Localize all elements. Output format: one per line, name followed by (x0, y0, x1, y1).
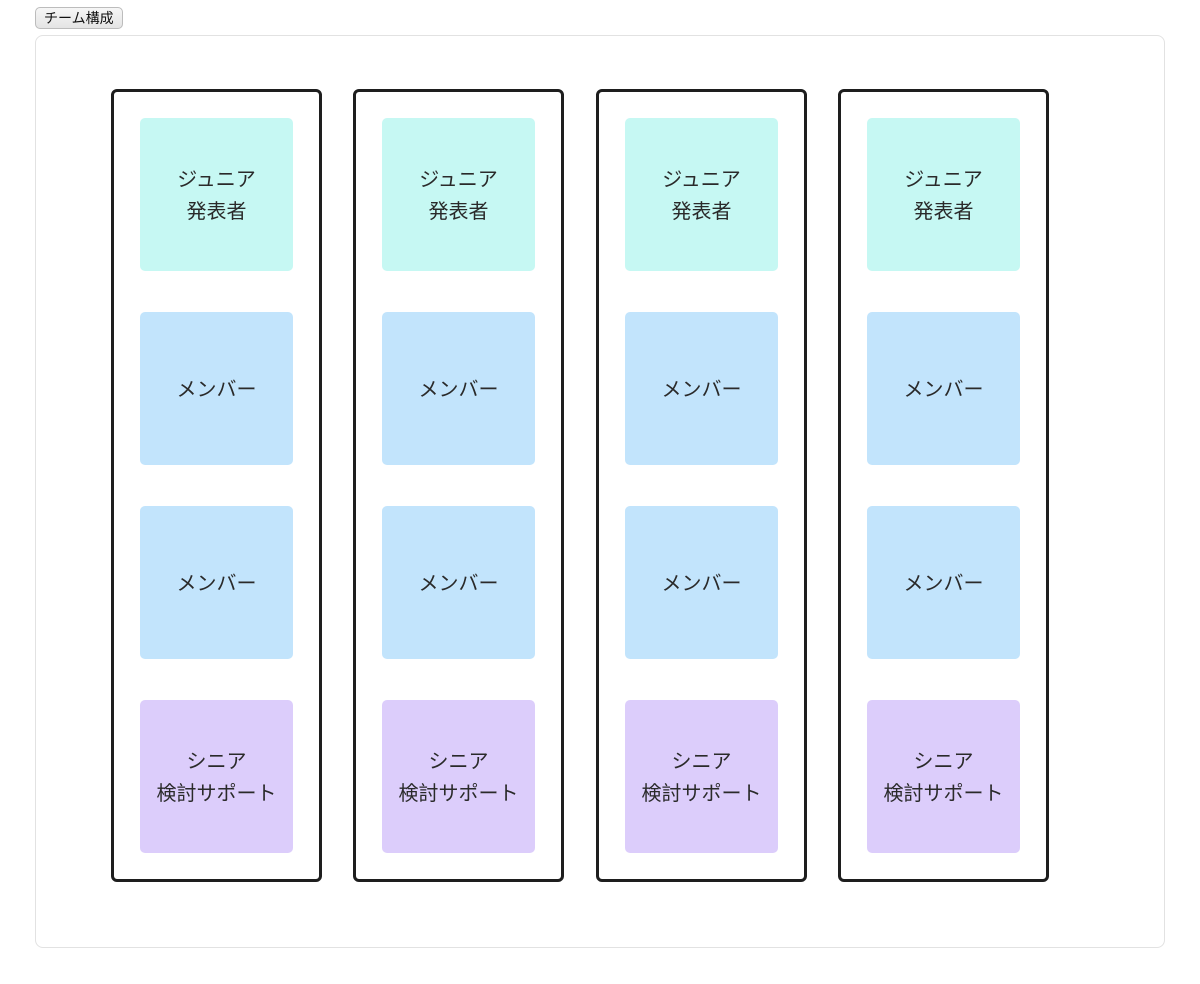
senior-support-card[interactable]: シニア 検討サポート (140, 700, 293, 853)
card-label: メンバー (903, 376, 984, 401)
team-structure-tab[interactable]: チーム構成 (35, 7, 123, 29)
card-label: ジュニア 発表者 (662, 166, 741, 223)
senior-support-card[interactable]: シニア 検討サポート (625, 700, 778, 853)
diagram-canvas: ジュニア 発表者 メンバー メンバー シニア 検討サポート ジュニア 発表者 メ… (35, 35, 1165, 948)
card-label: シニア 検討サポート (398, 748, 519, 805)
member-card[interactable]: メンバー (140, 312, 293, 465)
card-label: メンバー (661, 570, 742, 595)
card-label: ジュニア 発表者 (904, 166, 983, 223)
member-card[interactable]: メンバー (625, 506, 778, 659)
team-column-4[interactable]: ジュニア 発表者 メンバー メンバー シニア 検討サポート (838, 89, 1049, 882)
card-label: シニア 検討サポート (156, 748, 277, 805)
member-card[interactable]: メンバー (382, 506, 535, 659)
team-column-1[interactable]: ジュニア 発表者 メンバー メンバー シニア 検討サポート (111, 89, 322, 882)
card-label: メンバー (418, 570, 499, 595)
card-label: シニア 検討サポート (883, 748, 1004, 805)
junior-presenter-card[interactable]: ジュニア 発表者 (382, 118, 535, 271)
team-column-3[interactable]: ジュニア 発表者 メンバー メンバー シニア 検討サポート (596, 89, 807, 882)
junior-presenter-card[interactable]: ジュニア 発表者 (140, 118, 293, 271)
member-card[interactable]: メンバー (867, 506, 1020, 659)
card-label: メンバー (176, 570, 257, 595)
junior-presenter-card[interactable]: ジュニア 発表者 (867, 118, 1020, 271)
member-card[interactable]: メンバー (867, 312, 1020, 465)
junior-presenter-card[interactable]: ジュニア 発表者 (625, 118, 778, 271)
card-label: ジュニア 発表者 (419, 166, 498, 223)
member-card[interactable]: メンバー (140, 506, 293, 659)
card-label: メンバー (176, 376, 257, 401)
member-card[interactable]: メンバー (625, 312, 778, 465)
card-label: メンバー (661, 376, 742, 401)
team-column-2[interactable]: ジュニア 発表者 メンバー メンバー シニア 検討サポート (353, 89, 564, 882)
card-label: シニア 検討サポート (641, 748, 762, 805)
card-label: ジュニア 発表者 (177, 166, 256, 223)
member-card[interactable]: メンバー (382, 312, 535, 465)
card-label: メンバー (418, 376, 499, 401)
senior-support-card[interactable]: シニア 検討サポート (382, 700, 535, 853)
senior-support-card[interactable]: シニア 検討サポート (867, 700, 1020, 853)
card-label: メンバー (903, 570, 984, 595)
